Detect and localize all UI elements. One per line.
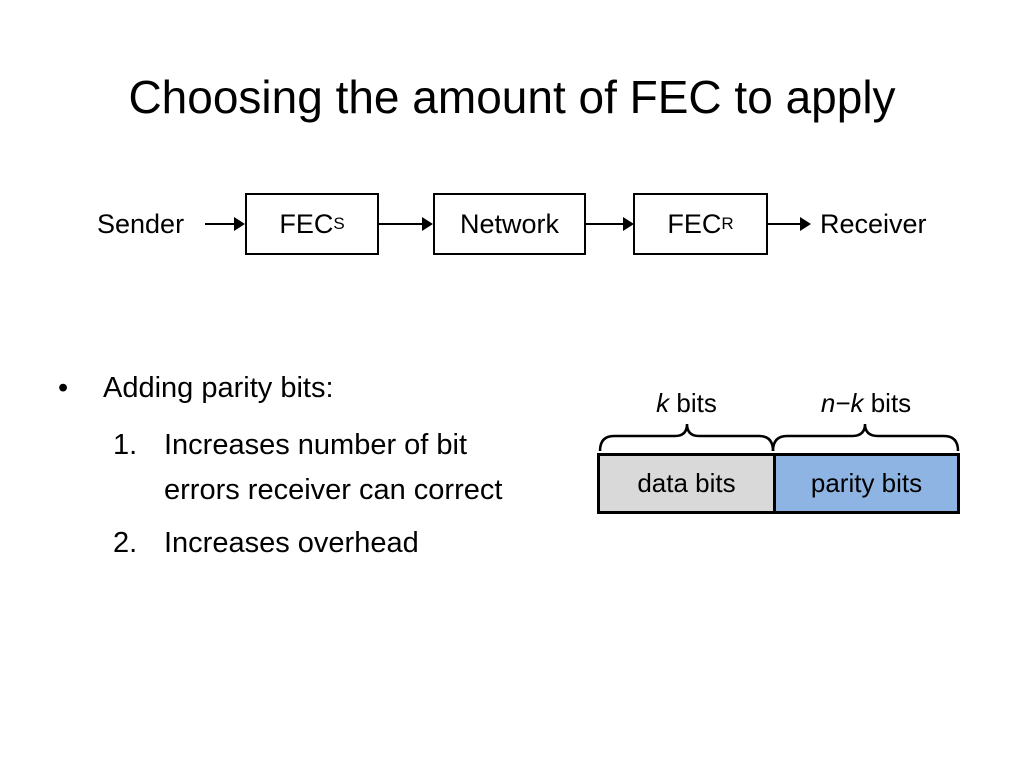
fec-sender-label: FEC <box>279 208 334 239</box>
network-box: Network <box>433 193 586 255</box>
nk-bits-brace <box>771 423 960 452</box>
nk-unit: bits <box>863 388 912 418</box>
k-unit: bits <box>669 388 717 418</box>
arrow-fec-to-receiver <box>768 217 811 231</box>
numbered-list: 1. Increases number of bit errors receiv… <box>113 423 502 566</box>
fec-receiver-label: FEC <box>667 208 722 239</box>
numbered-item-line: errors receiver can correct <box>164 474 503 506</box>
sender-label: Sender <box>97 209 185 239</box>
numbered-marker: 2. <box>113 527 138 559</box>
numbered-item-1: 1. Increases number of bit errors receiv… <box>113 423 502 513</box>
data-bits-label: data bits <box>637 468 736 498</box>
nk-variable: n−k <box>820 388 864 418</box>
k-bits-label: k bits <box>600 388 773 418</box>
numbered-marker: 1. <box>113 429 138 461</box>
parity-bits-label: parity bits <box>810 468 923 498</box>
k-bits-brace <box>598 423 775 452</box>
network-label: Network <box>459 208 560 239</box>
arrow-sender-to-fec <box>205 217 245 231</box>
arrow-network-to-fec <box>586 217 634 231</box>
arrow-fec-to-network <box>379 217 433 231</box>
parity-bits-segment: parity bits <box>773 453 960 514</box>
k-variable: k <box>656 388 670 418</box>
bullet-list: • Adding parity bits: 1. Increases numbe… <box>58 370 502 574</box>
bullet-dot: • <box>58 372 69 404</box>
numbered-item-2: 2. Increases overhead <box>113 521 502 566</box>
data-bits-segment: data bits <box>597 453 776 514</box>
numbered-item-line: Increases number of bit <box>164 429 468 461</box>
receiver-label: Receiver <box>820 209 927 239</box>
bullet-item: • Adding parity bits: <box>58 370 502 406</box>
numbered-item-line: Increases overhead <box>164 527 419 559</box>
bullet-heading: Adding parity bits: <box>103 372 334 404</box>
nk-bits-label: n−k bits <box>773 388 959 418</box>
slide-title: Choosing the amount of FEC to apply <box>128 71 896 123</box>
